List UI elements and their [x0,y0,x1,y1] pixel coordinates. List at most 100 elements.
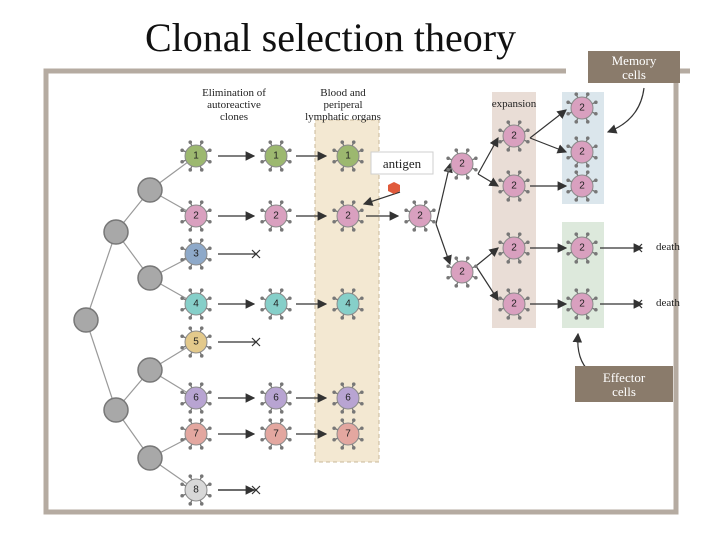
cell-label: 2 [579,299,585,310]
cell-receptor-tip [351,382,356,386]
cell-label: 7 [273,429,279,440]
cell-receptor-tip [498,251,502,256]
cell-label: 4 [273,299,279,310]
cell-receptor-tip [288,148,292,153]
cell-receptor-tip [180,219,184,224]
cell-receptor-tip [454,148,459,152]
cell-receptor-tip [260,159,264,164]
cell-receptor-tip [188,326,193,330]
cell-receptor-tip [351,418,356,422]
effector-label-box [575,366,673,402]
cell-receptor-tip [188,354,193,358]
cell-clone-2: 2 [498,120,530,152]
cell-receptor-tip [180,401,184,406]
cell-receptor-tip [288,437,292,442]
cell-receptor-tip [188,238,193,242]
antigen-marker [388,182,400,194]
cell-receptor-tip [288,159,292,164]
cell-receptor-tip [360,208,364,213]
cell-clone-2: 2 [566,232,598,264]
cell-receptor-tip [351,200,356,204]
cell-receptor-tip [506,148,511,152]
cell-body [570,96,594,120]
cell-receptor-tip [279,288,284,292]
cell-receptor-tip [180,208,184,213]
cell-receptor-tip [180,482,184,487]
cell-label: 2 [345,211,351,222]
antigen-label-box [370,151,434,175]
page-title: Clonal selection theory [145,15,517,60]
cell-clone-2: 2 [498,232,530,264]
cell-receptor-tip [351,288,356,292]
cell-receptor-tip [208,390,212,395]
cell-body [184,204,208,228]
cell-clone-1: 1 [180,140,212,172]
cell-receptor-tip [517,148,522,152]
cell-receptor-tip [268,382,273,386]
cell-receptor-tip [506,316,511,320]
cell-receptor-tip [526,128,530,133]
cell-clone-2: 2 [498,288,530,320]
cell-receptor-tip [288,296,292,301]
cell-receptor-tip [199,446,204,450]
cell-receptor-tip [594,178,598,183]
cell-receptor-tip [594,189,598,194]
cell-receptor-tip [351,140,356,144]
cell-receptor-tip [340,200,345,204]
elimination-marks [218,243,643,495]
cell-body [336,386,360,410]
cell-receptor-tip [566,251,570,256]
cell-receptor-tip [566,111,570,116]
cell-receptor-tip [180,334,184,339]
cell-receptor-tip [208,159,212,164]
cell-receptor-tip [340,168,345,172]
cell-receptor-tip [279,140,284,144]
cell-clone-6: 6 [260,382,292,414]
cell-clone-8: 8 [180,474,212,506]
cell-body [336,204,360,228]
cell-receptor-tip [594,111,598,116]
cell-receptor-tip [208,296,212,301]
cell-receptor-tip [474,167,478,172]
cell-receptor-tip [279,410,284,414]
cell-body [264,144,288,168]
cell-receptor-tip [566,144,570,149]
cell-receptor-tip [574,260,579,264]
cell-label: 6 [273,393,279,404]
cell-clone-2: 2 [446,256,478,288]
cell-receptor-tip [423,228,428,232]
cell-label: 1 [193,151,199,162]
cell-receptor-tip [526,240,530,245]
cell-receptor-tip [279,316,284,320]
cell-clone-1: 1 [332,140,364,172]
cell-receptor-tip [566,307,570,312]
cell-receptor-tip [351,446,356,450]
cell-clone-3: 3 [180,238,212,270]
cell-receptor-tip [199,200,204,204]
cell-receptor-tip [585,198,590,202]
cell-receptor-tip [566,189,570,194]
cell-receptor-tip [594,307,598,312]
cell-receptor-tip [260,148,264,153]
cell-receptor-tip [180,296,184,301]
cell-receptor-tip [574,170,579,174]
cell-receptor-tip [360,159,364,164]
cell-receptor-tip [332,307,336,312]
cell-clone-2: 2 [332,200,364,232]
cell-receptor-tip [526,139,530,144]
cell-receptor-tip [279,168,284,172]
cell-receptor-tip [199,288,204,292]
cell-receptor-tip [351,410,356,414]
cell-body [570,292,594,316]
cell-receptor-tip [360,437,364,442]
cell-receptor-tip [188,316,193,320]
cell-body [336,422,360,446]
cell-receptor-tip [180,493,184,498]
cell-receptor-tip [288,390,292,395]
cell-receptor-tip [288,208,292,213]
cell-receptor-tip [566,178,570,183]
cell-receptor-tip [498,128,502,133]
caption-memory-line: Memory [612,53,657,68]
cell-receptor-tip [180,159,184,164]
